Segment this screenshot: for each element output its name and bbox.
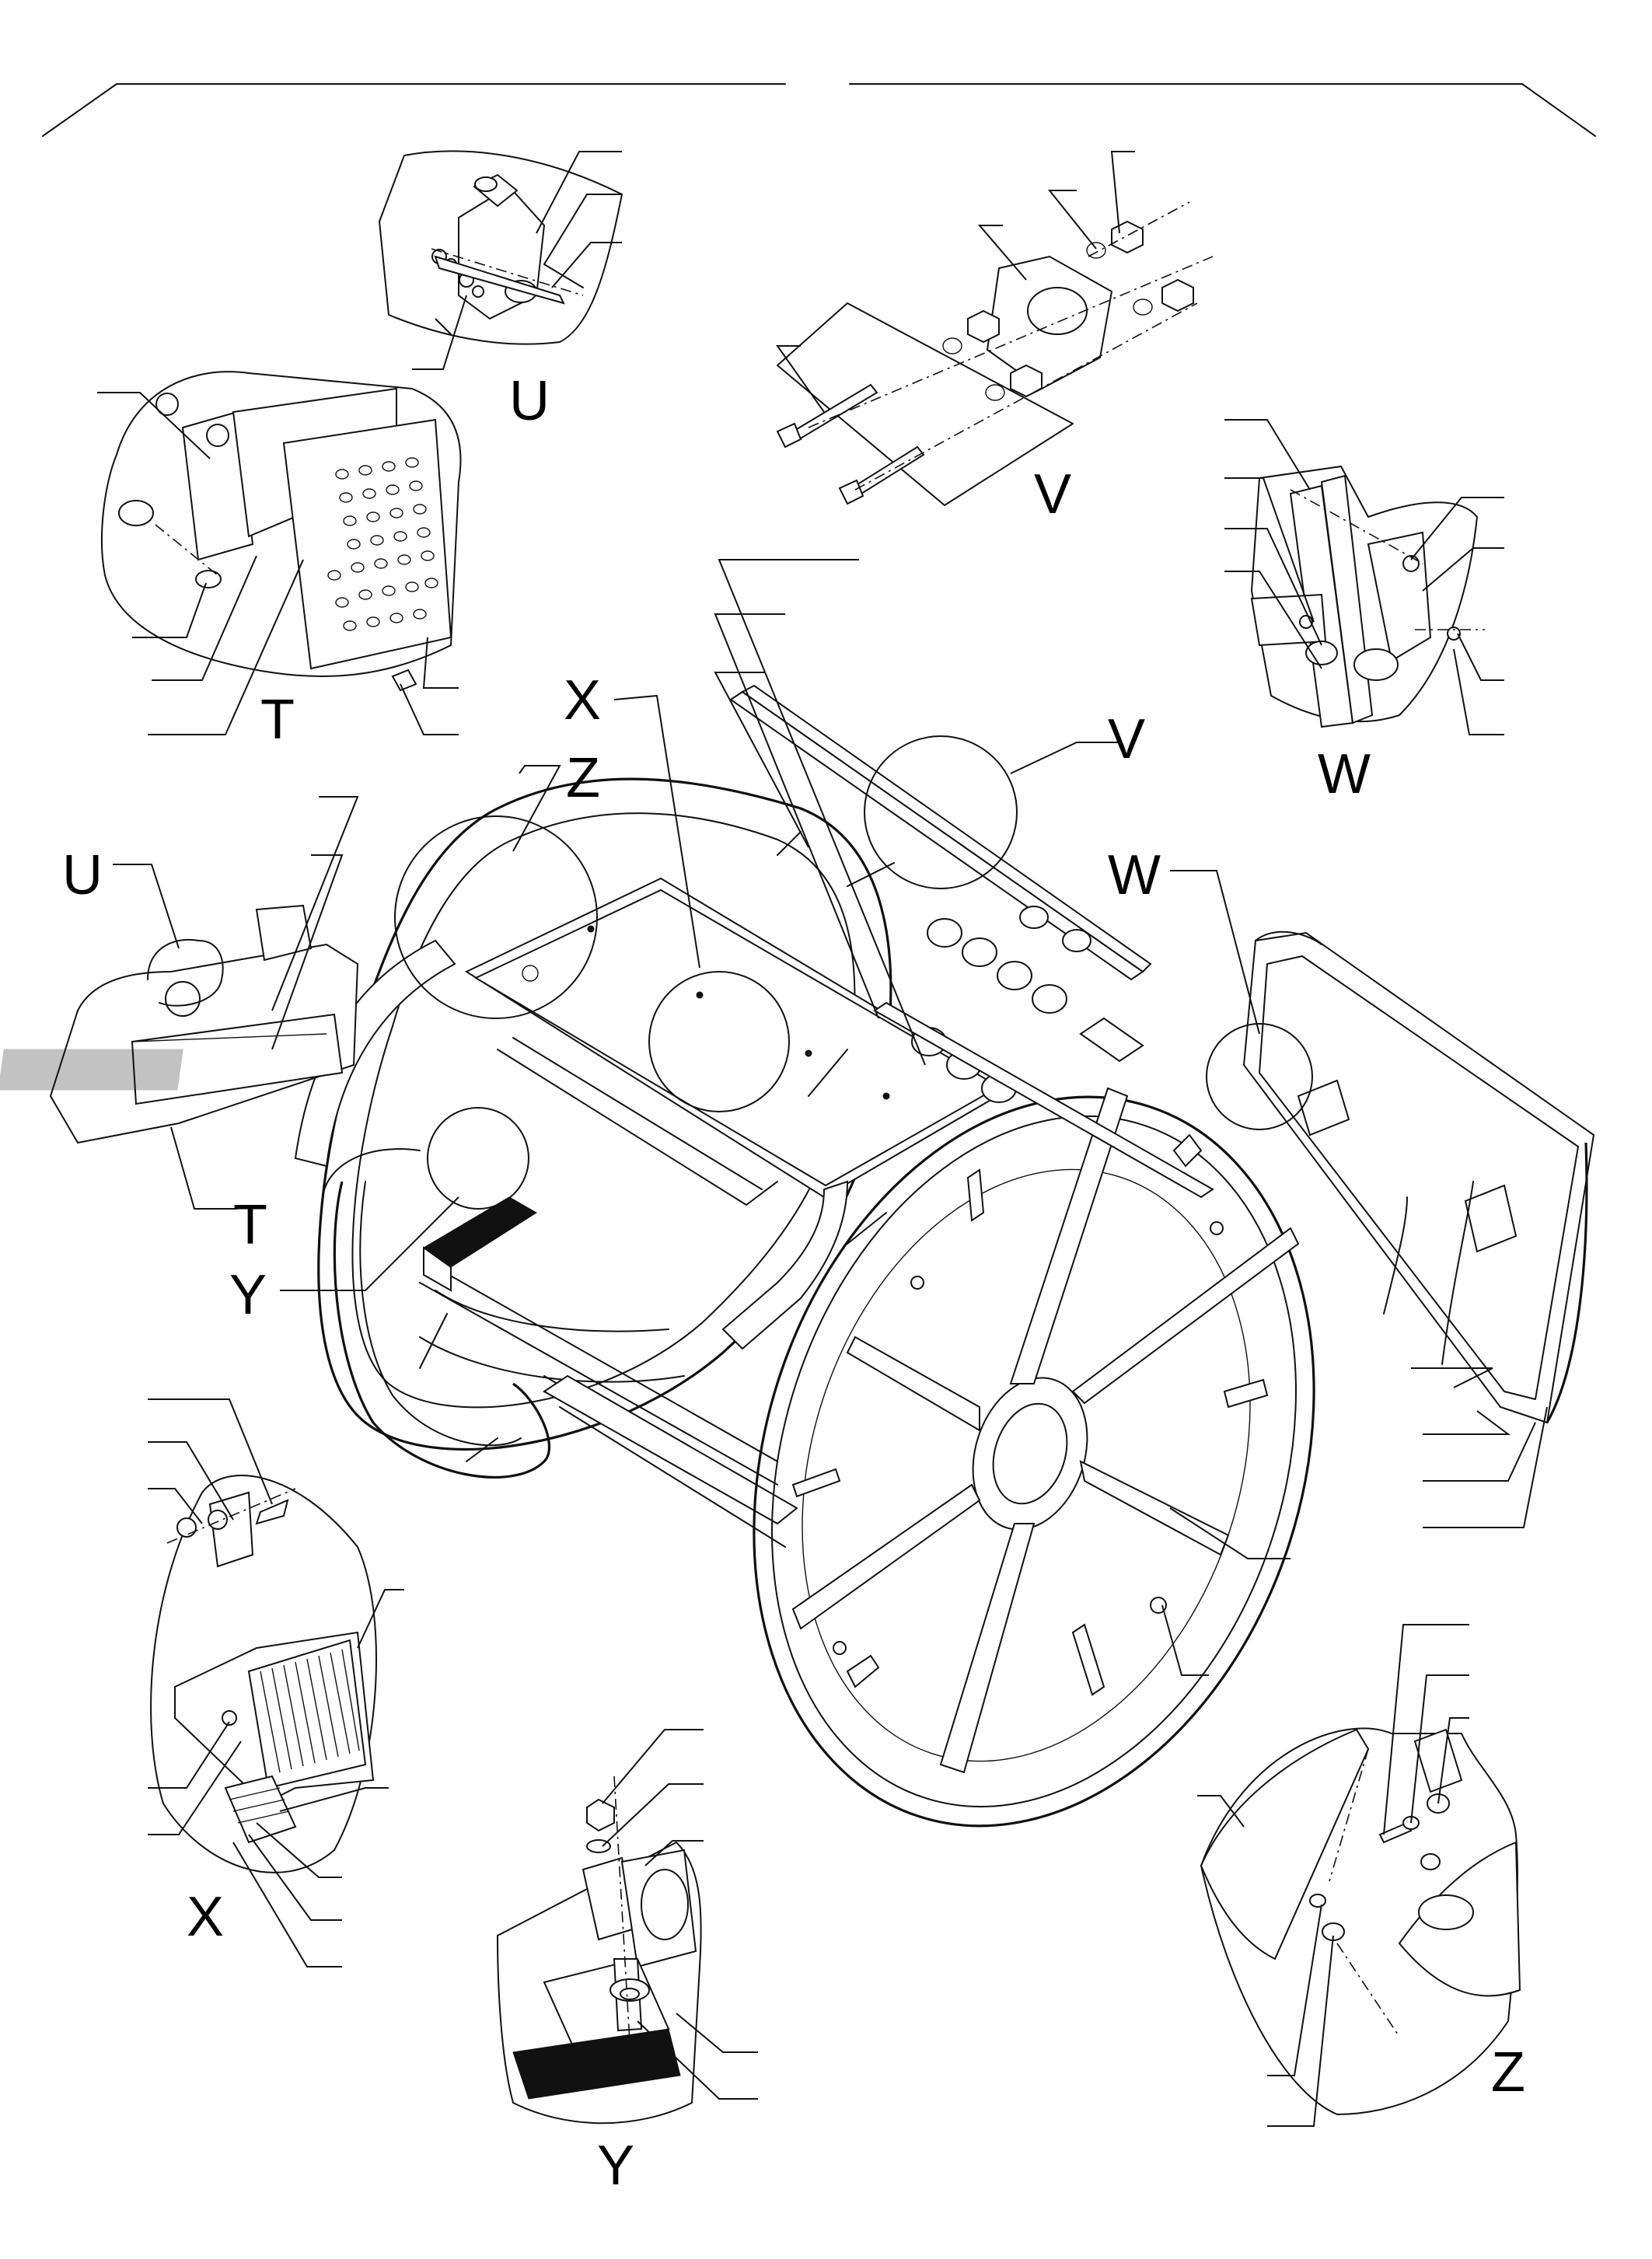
drum-body — [419, 1037, 786, 1548]
header-frame — [42, 83, 1596, 137]
U-callout-label: U — [62, 844, 103, 906]
lower-rail — [543, 1374, 798, 1525]
T-detail-label: T — [260, 689, 295, 751]
detail-U: U — [379, 150, 623, 432]
left-ring — [322, 1148, 551, 1479]
detail-X: X — [148, 1398, 404, 1967]
Z-detail-label: Z — [1491, 2041, 1525, 2104]
W-callout-label: W — [1108, 844, 1161, 906]
main-callouts: U T Y Z X V W — [62, 559, 1548, 1676]
detail-V: V — [776, 151, 1214, 525]
detail-Z: Z — [1197, 1624, 1525, 2127]
main-drum-assembly — [294, 684, 1595, 1828]
X-callout-label: X — [564, 669, 601, 731]
inner-heat-panel — [423, 1196, 537, 1292]
W-detail-circle — [1206, 1023, 1313, 1130]
heater-grid — [0, 1049, 183, 1091]
T-callout-label: T — [233, 1194, 267, 1256]
V-bolts — [776, 383, 925, 505]
detail-circles — [147, 735, 1313, 1210]
Z-detail-circle — [394, 815, 598, 1019]
V-nuts — [942, 220, 1194, 401]
Z-callout-label: Z — [566, 747, 600, 809]
T-perforation-holes — [327, 457, 438, 631]
curved-channel — [721, 1180, 849, 1350]
Y-detail-label: Y — [597, 2135, 634, 2197]
V-detail-label: V — [1034, 463, 1071, 525]
upper-thin-rail — [873, 1001, 1214, 1199]
detail-W: W — [1224, 419, 1504, 805]
Y-detail-circle — [427, 1107, 529, 1210]
detail-Y: Y — [497, 1729, 758, 2197]
front-wheel — [753, 1087, 1315, 1828]
V-callout-label: V — [1108, 708, 1145, 770]
X-detail-circle — [648, 971, 790, 1112]
U-detail-label: U — [509, 370, 550, 432]
left-heater-assembly — [0, 904, 359, 1144]
X-detail-label: X — [187, 1886, 224, 1948]
Y-callout-label: Y — [229, 1264, 267, 1326]
X-fins — [260, 1649, 360, 1773]
upper-angle-rail — [729, 684, 1152, 1103]
V-detail-circle — [864, 735, 1018, 889]
W-detail-label: W — [1318, 743, 1371, 805]
U-detail-circle — [147, 938, 224, 1007]
detail-T: T — [97, 371, 462, 751]
right-door-frame — [1242, 930, 1595, 1424]
U-fasteners — [431, 248, 584, 305]
